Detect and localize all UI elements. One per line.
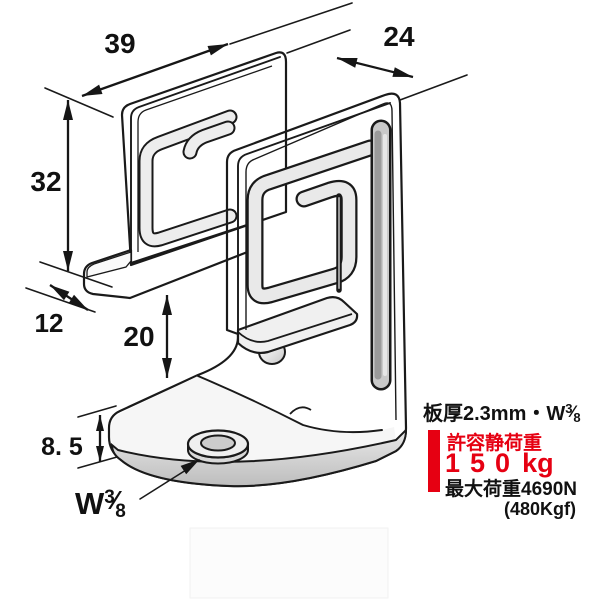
rear-foot-top-face (86, 251, 132, 278)
bend-crease (197, 375, 383, 434)
front-plate-groove (246, 139, 379, 305)
red-accent-bar (428, 430, 440, 492)
thread-callout: W3⁄8 (75, 459, 200, 522)
dimension-foot-height: 8. 5 (41, 415, 104, 462)
front-bracket (107, 92, 408, 488)
max-load-kgf: (480Kgf) (504, 499, 576, 519)
dimension-gap: 20 (123, 295, 172, 378)
dim-label-flange-depth: 12 (35, 308, 64, 338)
plate-thickness-note: 板厚2.3mm・W3⁄8 (423, 401, 581, 425)
front-plate-edge-crease (237, 102, 391, 335)
allowable-load-title: 許容静荷重 (447, 431, 542, 454)
clamp-shelf (236, 296, 359, 355)
rear-plate-inset-border (137, 65, 273, 252)
rear-plate (120, 51, 288, 267)
dimension-depth: 24 (336, 21, 415, 79)
foot-top-surface (111, 376, 396, 477)
ext-line (229, 2, 353, 45)
ext-line (44, 87, 114, 118)
dim-label-depth: 24 (383, 21, 415, 52)
dim-label-foot-height: 8. 5 (41, 433, 83, 461)
dim-label-width: 39 (104, 28, 135, 59)
right-slot (370, 119, 392, 391)
watermark-area (189, 527, 389, 599)
ext-line (286, 29, 351, 54)
dimension-height: 32 (30, 100, 73, 271)
ext-line (77, 405, 117, 418)
ext-line (39, 261, 113, 288)
thread-boss (186, 429, 250, 465)
ext-line (77, 456, 118, 469)
rear-foot (82, 222, 252, 300)
spec-block: 板厚2.3mm・W3⁄8 許容静荷重 150kg 最大荷重4690N (480K… (423, 401, 581, 519)
ext-line (399, 74, 468, 101)
dim-label-gap: 20 (123, 321, 154, 352)
rear-plate-edge-crease (130, 56, 281, 259)
thread-label: W3⁄8 (75, 485, 126, 522)
bend-dimple (289, 406, 312, 415)
dimension-flange-depth: 12 (35, 284, 89, 338)
max-load: 最大荷重4690N (445, 477, 577, 500)
dim-label-height: 32 (30, 166, 61, 197)
allowable-load-value: 150kg (445, 448, 554, 478)
rear-bracket (82, 51, 288, 300)
dimension-annotations: 39 24 32 12 20 (25, 2, 468, 522)
rear-plate-groove (138, 109, 238, 248)
front-plate-inset-border (245, 102, 397, 421)
dimension-width: 39 (81, 28, 229, 98)
